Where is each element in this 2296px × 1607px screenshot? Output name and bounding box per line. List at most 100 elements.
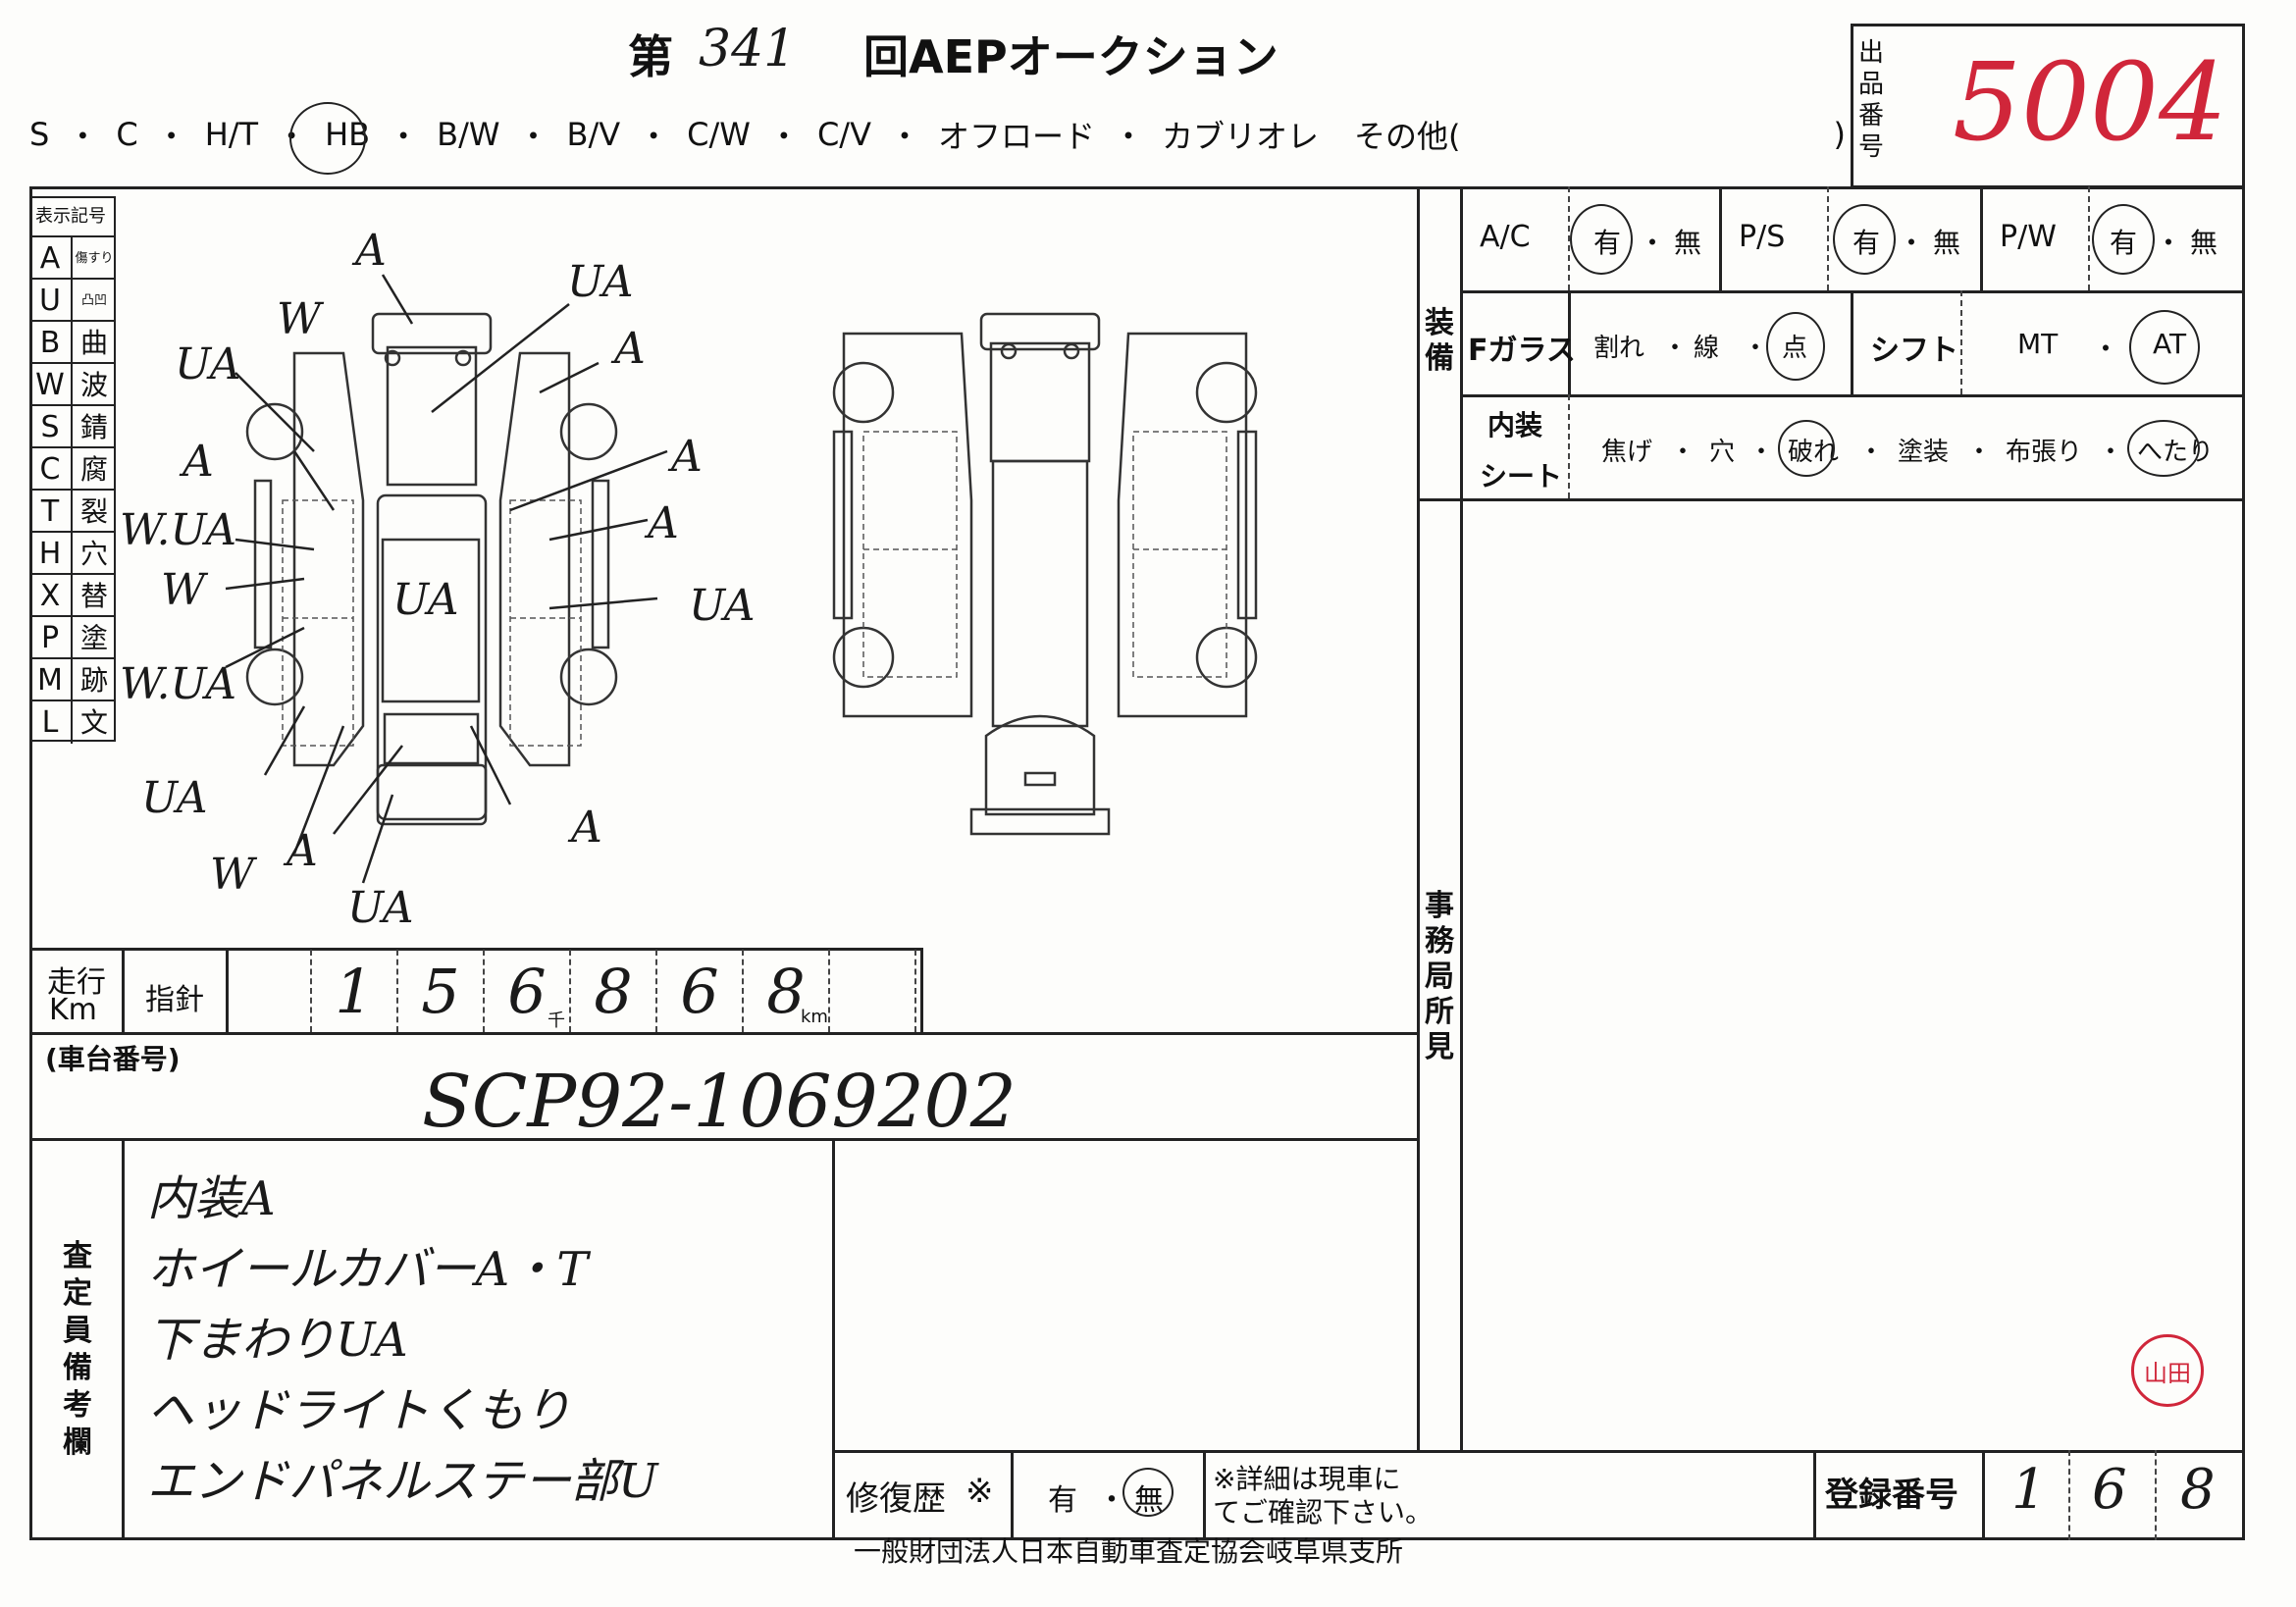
inspector-note-line: 下まわりUA [147, 1313, 408, 1368]
ac-label: A/C [1480, 220, 1531, 254]
legend-code: W [29, 364, 73, 406]
separator: ・ [1112, 118, 1144, 155]
interior-option: 布張り [2006, 438, 2083, 467]
mileage-digit-cell: 6 [657, 950, 744, 1032]
legend-meaning: 波 [79, 368, 108, 401]
lot-number: 5004 [1953, 39, 2227, 165]
legend-title: 表示記号 [35, 206, 106, 227]
chassis-number: SCP92-1069202 [422, 1060, 1017, 1144]
footer-text: 一般財団法人日本自動車査定協会岐阜県支所 [854, 1535, 1404, 1568]
damage-mark: A [614, 324, 646, 374]
shift-label: シフト [1870, 334, 1958, 368]
mileage-digit-cell [830, 950, 916, 1032]
mileage-digit: 6 [680, 955, 719, 1027]
legend-meaning: 凸凹 [80, 292, 107, 308]
pw-selection-circle [2092, 204, 2155, 275]
interior-label-bottom: シート [1480, 460, 1563, 492]
main-frame [29, 186, 2245, 1540]
separator: ・ [388, 118, 420, 155]
title-prefix: 第 [628, 30, 673, 83]
mileage-label-top: 走行 [47, 965, 106, 1000]
separator: ・ [155, 118, 187, 155]
inspector-stamp: 山田 [2131, 1334, 2204, 1407]
damage-mark: UA [175, 339, 241, 389]
body-type-cabriolet: カブリオレ [1162, 118, 1320, 155]
glass-label: Fガラス [1468, 334, 1576, 368]
registration-label: 登録番号 [1825, 1476, 1958, 1515]
mileage-digit-cell: 8 [744, 950, 830, 1032]
damage-mark: A [571, 803, 602, 853]
legend-table: 表示記号 [29, 196, 116, 742]
interior-sep: ・ [1670, 438, 1696, 467]
body-type-cw: C/W [687, 116, 751, 153]
damage-mark: A [355, 226, 387, 276]
office-remarks-label: 事務局所見 [1425, 889, 1454, 1064]
legend-code: S [29, 406, 73, 448]
ps-selection-circle [1833, 204, 1896, 275]
body-type-c: C [116, 116, 138, 153]
legend-code: H [29, 533, 73, 575]
legend-code: X [29, 575, 73, 617]
ps-label: P/S [1739, 220, 1786, 254]
lot-label: 出品番号 [1858, 38, 1885, 162]
legend-meaning: 曲 [79, 326, 108, 359]
ps-no: 無 [1933, 227, 1961, 259]
damage-mark: UA [347, 883, 414, 933]
inspector-note-line: ホイールカバーA・T [147, 1242, 589, 1297]
interior-sep: ・ [2098, 438, 2124, 467]
damage-mark: W [210, 850, 255, 900]
legend-meaning: 穴 [79, 537, 108, 570]
interior-sep: ・ [1858, 438, 1885, 467]
glass-opt-line: 線 [1694, 334, 1720, 363]
body-type-offroad: オフロード [937, 118, 1095, 155]
damage-mark: A [287, 826, 318, 876]
glass-opt-crack: 割れ [1593, 334, 1645, 363]
ps-sep: ・ [1898, 227, 1926, 259]
legend-meaning: 錆 [79, 410, 108, 443]
registration-digit-1: 1 [2011, 1458, 2047, 1522]
legend-code: L [29, 701, 73, 744]
damage-mark: UA [392, 575, 459, 625]
pw-sep: ・ [2155, 227, 2183, 259]
damage-mark: UA [141, 773, 208, 823]
damage-mark: W.UA [120, 505, 237, 555]
mileage-digit: 1 [335, 955, 374, 1027]
interior-label-top: 内装 [1487, 409, 1543, 441]
mileage-digit-cell [226, 950, 312, 1032]
legend-meaning: 裂 [79, 494, 108, 528]
damage-mark: W.UA [120, 659, 237, 709]
damage-mark: A [648, 498, 679, 548]
thousand-unit: 千 [548, 1011, 565, 1031]
legend-meaning: 傷すり [75, 250, 114, 266]
mileage-digit-cell: 1 [312, 950, 398, 1032]
legend-code: B [29, 322, 73, 364]
glass-selection-circle [1766, 312, 1825, 381]
separator: ・ [67, 118, 99, 155]
repair-note-line2: てご確認下さい。 [1213, 1496, 1434, 1529]
shift-sep: ・ [2092, 333, 2120, 365]
ac-no: 無 [1674, 227, 1702, 259]
interior-option: 穴 [1709, 438, 1736, 467]
body-type-ht: H/T [204, 116, 259, 153]
body-type-other: その他( [1354, 118, 1461, 155]
damage-pointer-lines [225, 274, 668, 884]
damage-mark: A [671, 432, 703, 482]
separator: ・ [767, 118, 800, 155]
pw-no: 無 [2190, 227, 2218, 259]
title-suffix: 回AEPオークション [863, 30, 1278, 83]
auction-number: 341 [699, 20, 797, 78]
repair-yes: 有 [1048, 1483, 1077, 1518]
ac-sep: ・ [1639, 227, 1667, 259]
inspector-note-line: 内装A [147, 1171, 276, 1226]
pw-label: P/W [2000, 220, 2057, 254]
legend-code: A [29, 237, 73, 280]
glass-sep: ・ [1662, 334, 1689, 363]
repair-history-mark: ※ [965, 1472, 994, 1511]
